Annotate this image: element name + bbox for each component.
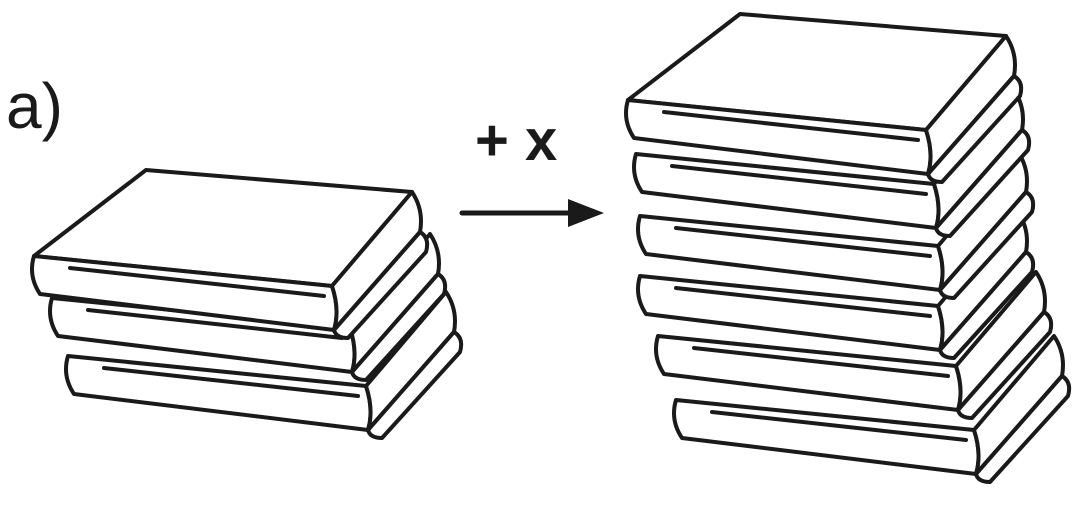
part-label: a) — [6, 70, 63, 142]
book — [626, 14, 1021, 182]
transform-arrow — [462, 199, 604, 227]
operation-label: + x — [475, 108, 557, 173]
book-stack-before — [32, 170, 461, 438]
book-stack-after — [626, 14, 1069, 482]
